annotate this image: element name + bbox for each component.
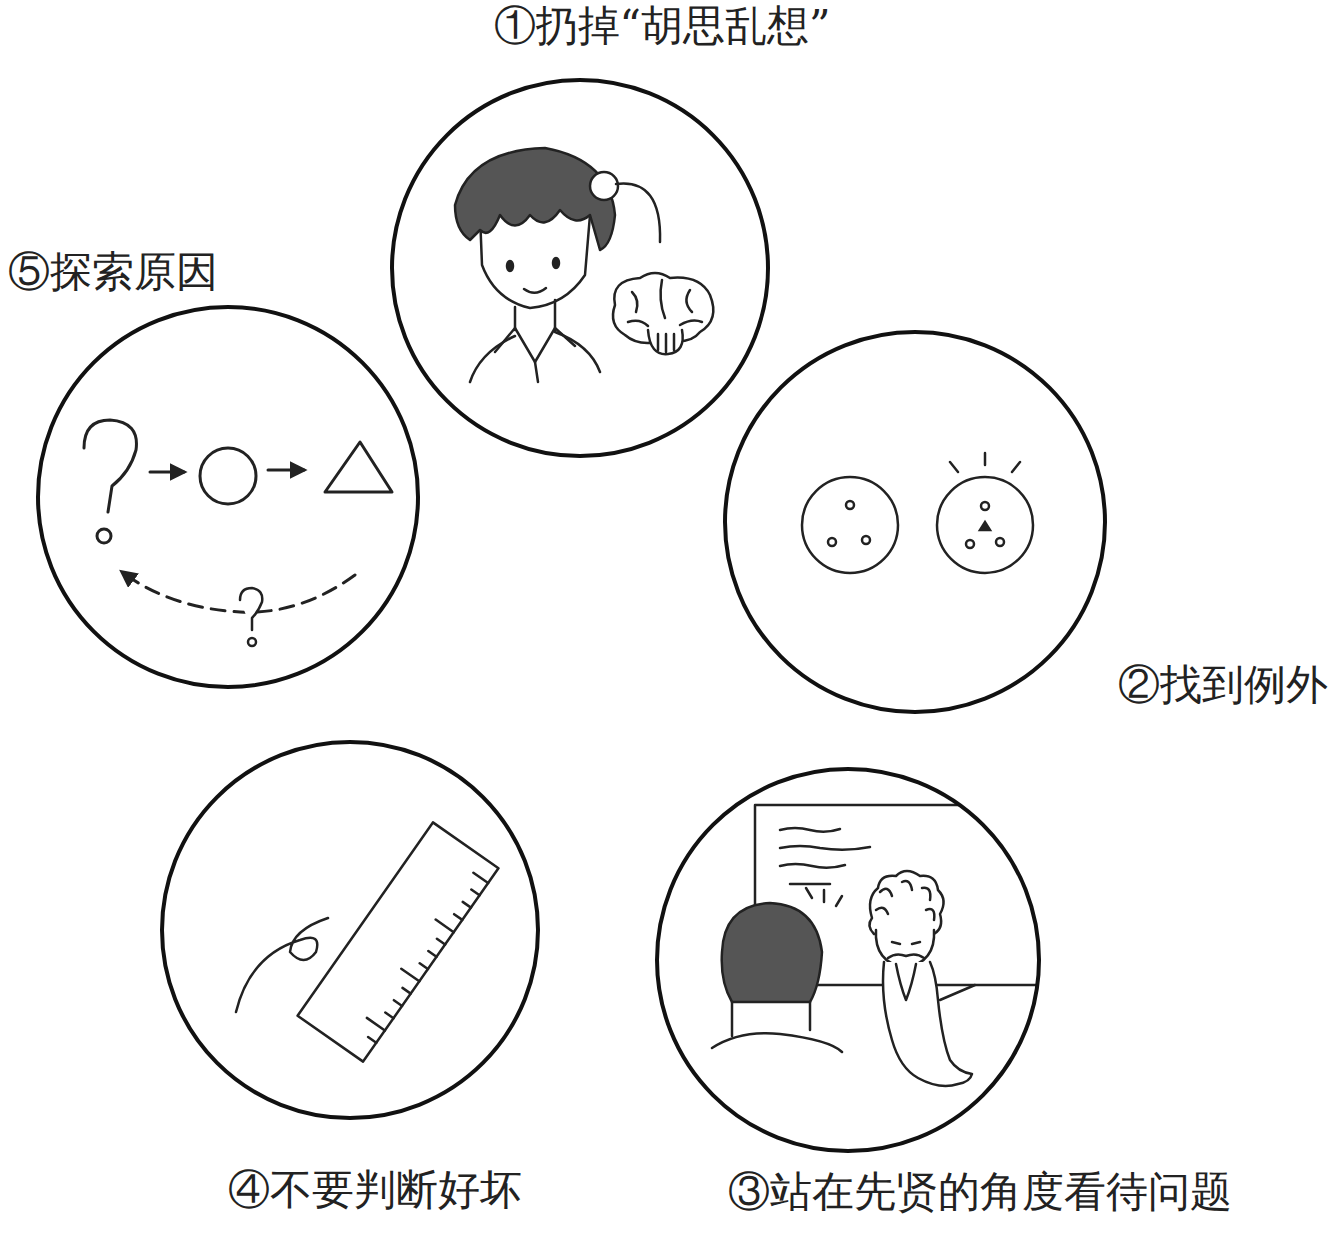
circle-border	[38, 307, 418, 687]
step-circle: ②找到例外	[723, 330, 1107, 714]
step-label: ④不要判断好坏	[228, 1168, 522, 1212]
circle-outline	[36, 305, 420, 689]
person-with-brain	[455, 148, 713, 382]
step-circle: ③站在先贤的角度看待问题	[655, 767, 1041, 1153]
step-label: ②找到例外	[1118, 663, 1328, 707]
circle-border	[657, 769, 1039, 1151]
ruler-and-curl	[236, 822, 498, 1061]
circle-outline	[390, 78, 770, 458]
step-label: ⑤探索原因	[8, 250, 218, 294]
step-circle: ④不要判断好坏	[160, 740, 540, 1120]
circle-outline	[160, 740, 540, 1120]
circle-border	[725, 332, 1105, 712]
cause-chain	[84, 420, 392, 646]
circle-outline	[723, 330, 1107, 714]
step-label: ①扔掉“胡思乱想”	[494, 4, 831, 48]
step-circle: ①扔掉“胡思乱想”	[390, 78, 770, 458]
step-label: ③站在先贤的角度看待问题	[728, 1170, 1232, 1214]
circle-border	[392, 80, 768, 456]
exception-discs	[802, 453, 1033, 573]
circle-outline	[655, 767, 1041, 1153]
step-circle: ⑤探索原因	[36, 305, 420, 689]
circle-border	[162, 742, 538, 1118]
